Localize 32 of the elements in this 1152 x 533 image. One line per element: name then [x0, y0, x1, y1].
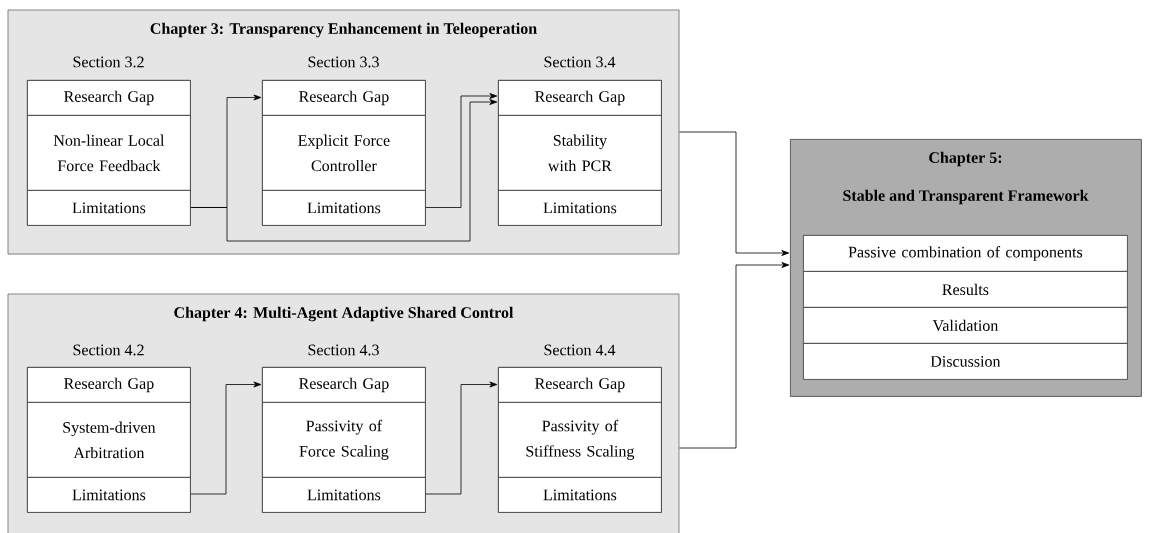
- arrow: [190, 381, 262, 495]
- content-cell: Discussion: [803, 343, 1128, 380]
- arrow: [425, 381, 498, 495]
- section-label: Section 4.4: [544, 344, 616, 356]
- chapter-title: Chapter 4: Multi-Agent Adaptive Shared Control: [174, 306, 514, 322]
- research-gap-cell: Research Gap: [262, 80, 426, 116]
- content-cell: Passive combination of components: [803, 235, 1128, 272]
- arrow: [190, 99, 498, 242]
- research-gap-cell: Research Gap: [498, 80, 662, 116]
- section-label: Section 3.3: [308, 56, 379, 68]
- limitations-cell: Limitations: [262, 190, 426, 226]
- section-label: Section 4.2: [73, 344, 144, 356]
- research-gap-cell: Research Gap: [498, 367, 662, 403]
- research-gap-cell: Research Gap: [27, 80, 191, 116]
- section-label: Section 3.2: [73, 56, 144, 68]
- arrow: [425, 93, 498, 208]
- content-cell: Results: [803, 271, 1128, 308]
- research-gap-cell: Research Gap: [262, 367, 426, 403]
- limitations-cell: Limitations: [27, 190, 191, 226]
- chapter-title: Chapter 3: Transparency Enhancement in Teleoperation: [150, 22, 537, 38]
- content-cell: Validation: [803, 307, 1128, 344]
- chapter-title: Chapter 5:: [929, 151, 1002, 167]
- research-gap-cell: Research Gap: [27, 367, 191, 403]
- limitations-cell: Limitations: [498, 477, 662, 513]
- arrow: [679, 262, 790, 449]
- arrow: [679, 131, 790, 256]
- limitations-cell: Limitations: [27, 477, 191, 513]
- limitations-cell: Limitations: [262, 477, 426, 513]
- limitations-cell: Limitations: [498, 190, 662, 226]
- section-label: Section 4.3: [308, 344, 379, 356]
- chapter-title: Stable and Transparent Framework: [843, 189, 1089, 205]
- section-label: Section 3.4: [544, 56, 616, 68]
